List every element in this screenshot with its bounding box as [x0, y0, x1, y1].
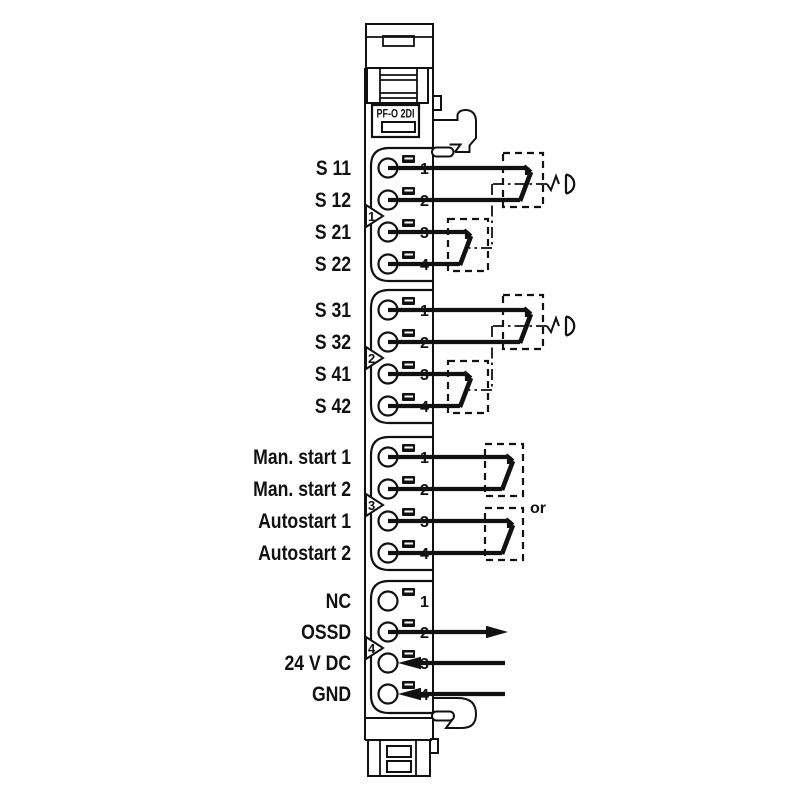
- led-indicator: [402, 155, 415, 259]
- signal-label: S 42: [315, 395, 351, 419]
- group3-wiring: or: [388, 442, 546, 562]
- signal-label: OSSD: [301, 621, 351, 645]
- led-indicator: [402, 297, 415, 401]
- start-button-contact-icon: [388, 453, 516, 492]
- signal-label: Man. start 1: [253, 446, 351, 470]
- group-marker-number: 4: [368, 641, 376, 656]
- switch-enclosure-dashed-box: [446, 217, 490, 273]
- mechanical-linkage-line: [469, 183, 547, 249]
- led-indicator: [402, 444, 415, 548]
- safety-contact-icon: [388, 228, 474, 267]
- start-button-contact-icon: [388, 517, 516, 556]
- group2-wiring: [388, 293, 576, 415]
- signal-label: Autostart 1: [258, 510, 351, 534]
- gnd-input-arrow: [398, 687, 505, 701]
- switch-enclosure-dashed-box: [501, 293, 545, 351]
- pin-number: 1: [420, 594, 429, 611]
- terminal-point: [377, 590, 399, 612]
- signal-label: S 21: [315, 221, 351, 245]
- switch-enclosure-dashed-box: [501, 151, 545, 209]
- safety-contact-icon: [388, 306, 534, 345]
- module-top-cap: [365, 23, 434, 69]
- signal-label: S 41: [315, 363, 351, 387]
- safety-contact-icon: [388, 370, 474, 409]
- door-actuator-icon: [546, 315, 576, 337]
- signal-label: S 12: [315, 189, 351, 213]
- signal-label: Autostart 2: [258, 542, 351, 566]
- group-marker-number: 3: [368, 498, 375, 513]
- switch-enclosure-dashed-box: [483, 442, 525, 498]
- mechanical-linkage-line: [469, 325, 547, 391]
- door-actuator-icon: [546, 173, 576, 195]
- terminal-point: [377, 683, 399, 705]
- signal-label: GND: [312, 683, 351, 707]
- din-rail-foot: [367, 738, 439, 777]
- signal-label: S 31: [315, 299, 351, 323]
- mounting-hook-top: [431, 108, 477, 158]
- signal-label: S 32: [315, 331, 351, 355]
- signal-label: S 11: [316, 157, 351, 181]
- signal-label: S 22: [315, 253, 351, 277]
- mounting-hook-bottom: [431, 697, 478, 729]
- supply-24v-input-arrow: [398, 656, 505, 670]
- group1-wiring: [388, 151, 576, 273]
- or-label: or: [530, 500, 546, 517]
- switch-enclosure-dashed-box: [483, 506, 525, 562]
- group-marker: [365, 203, 385, 229]
- group-marker-number: 1: [368, 209, 375, 224]
- group-marker: [365, 345, 385, 371]
- group-marker: [365, 492, 385, 518]
- group-marker-number: 2: [368, 351, 375, 366]
- switch-enclosure-dashed-box: [446, 359, 490, 415]
- signal-label: Man. start 2: [253, 478, 351, 502]
- signal-label: 24 V DC: [285, 652, 352, 676]
- group4-wiring: [388, 625, 508, 701]
- ossd-output-arrow: [388, 625, 508, 639]
- group-marker: [365, 635, 385, 661]
- terminal-point: [377, 652, 399, 674]
- signal-label: NC: [326, 590, 351, 614]
- led-indicator: [402, 588, 415, 689]
- signal-labels: S 11 S 12 S 21 S 22 S 31 S 32 S 41 S 42 …: [253, 157, 351, 707]
- module-release-latch: [366, 67, 442, 111]
- module-label-box: [370, 103, 421, 139]
- module-type-label: PF-O 2DI: [377, 107, 415, 121]
